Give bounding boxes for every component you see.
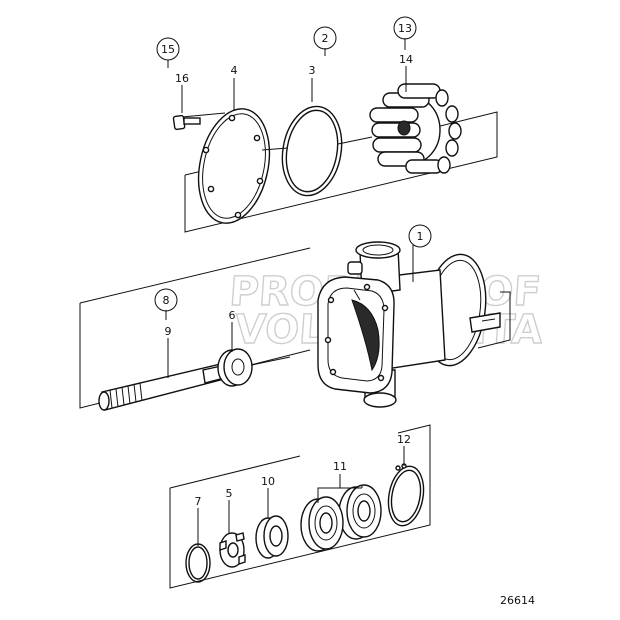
label-5: 5 <box>226 487 233 500</box>
figure-number: 26614 <box>500 594 535 607</box>
callout-2: 2 <box>322 32 329 45</box>
middle-group-outline-right2 <box>477 291 511 349</box>
label-14: 14 <box>399 53 413 66</box>
seal <box>217 348 253 387</box>
shaft <box>98 356 291 411</box>
impeller <box>369 83 462 174</box>
label-10: 10 <box>261 475 275 488</box>
callout-13: 13 <box>398 22 412 35</box>
callout-circles <box>154 16 432 312</box>
small-o-ring <box>185 543 211 583</box>
label-4: 4 <box>231 64 238 77</box>
label-11: 11 <box>333 460 347 473</box>
screw <box>172 112 226 131</box>
o-ring <box>281 105 343 197</box>
callout-labels: 15 2 13 1 8 16 4 3 14 9 6 12 11 7 5 10 <box>161 22 424 508</box>
leader-lines <box>165 38 414 546</box>
label-9: 9 <box>165 325 172 338</box>
group-outlines <box>79 111 511 589</box>
spacer-ring <box>255 515 289 559</box>
top-group-outline <box>184 111 498 233</box>
bottom-group-outline-top <box>169 455 301 489</box>
cover-plate <box>197 108 271 224</box>
label-3: 3 <box>309 64 316 77</box>
callout-1: 1 <box>417 230 424 243</box>
lock-nut <box>219 532 246 568</box>
callout-8: 8 <box>163 294 170 307</box>
label-6: 6 <box>229 309 236 322</box>
bottom-group-outline <box>169 424 431 589</box>
middle-group-outline-right <box>79 247 311 304</box>
circlip <box>387 463 425 527</box>
ball-bearings <box>300 484 382 552</box>
pump-housing <box>317 241 501 408</box>
callout-15: 15 <box>161 43 175 56</box>
label-12: 12 <box>397 433 411 446</box>
label-7: 7 <box>195 495 202 508</box>
label-16: 16 <box>175 72 189 85</box>
